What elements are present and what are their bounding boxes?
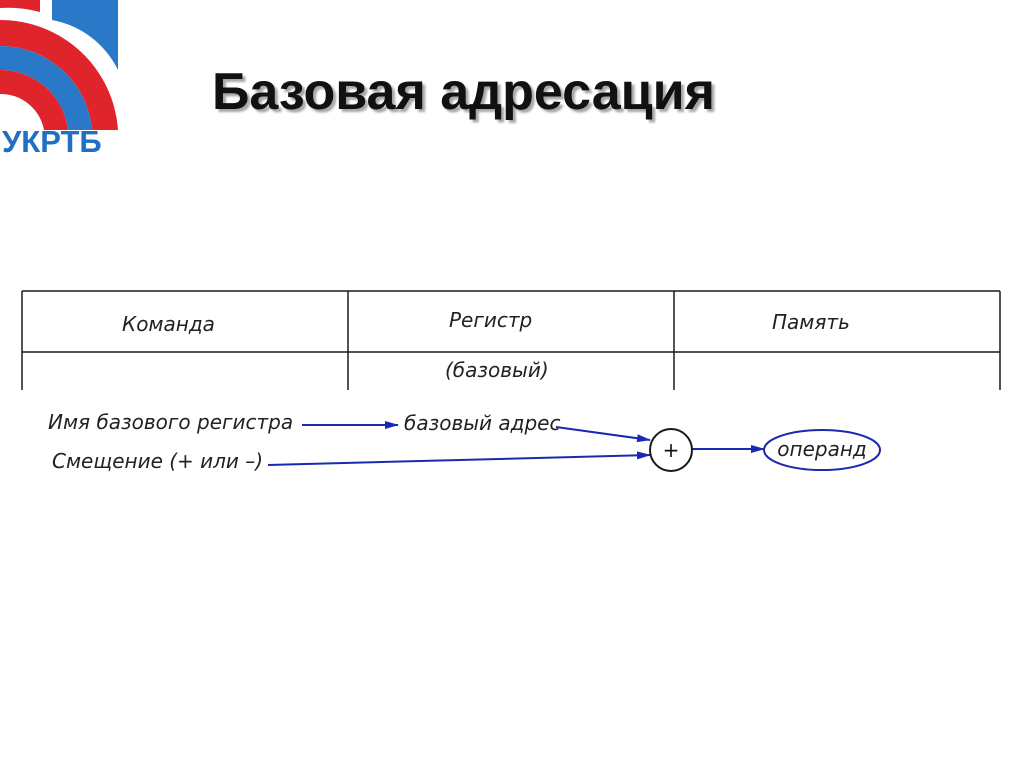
header-command: Команда: [122, 312, 215, 336]
header-register: Регистр: [449, 308, 532, 332]
offset-label: Смещение (+ или –): [52, 449, 263, 473]
memory-table: [21, 290, 1001, 390]
base-register-label: Имя базового регистра: [48, 410, 293, 434]
page-title: Базовая адресация: [212, 63, 715, 121]
adder-circle: [649, 428, 693, 472]
register-note: (базовый): [445, 358, 549, 382]
logo: УКРТБ: [0, 0, 120, 160]
header-memory: Память: [772, 310, 850, 334]
operand-label: операнд: [777, 437, 866, 461]
arrow-offset-to-adder: [267, 451, 651, 466]
logo-text: УКРТБ: [2, 124, 102, 159]
arrow-address-to-adder: [555, 426, 651, 443]
base-address-label: базовый адрес: [404, 411, 560, 435]
operand-ellipse: [763, 429, 881, 471]
logo-arcs-icon: [0, 0, 118, 130]
adder-symbol: +: [663, 438, 680, 462]
